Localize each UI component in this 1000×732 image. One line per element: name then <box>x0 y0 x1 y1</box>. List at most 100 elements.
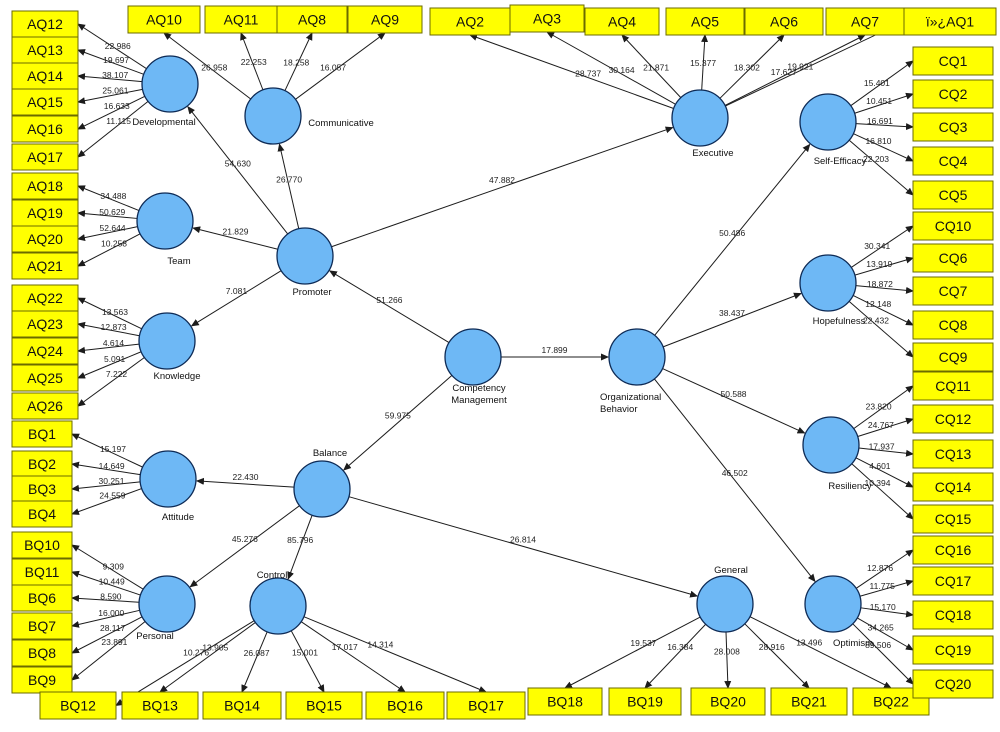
indicator-bq3[interactable]: BQ3 <box>11 475 73 503</box>
indicator-box <box>11 392 79 420</box>
outer-weight-aq5: 15.377 <box>690 58 716 68</box>
latent-knowledge[interactable]: Knowledge <box>138 312 201 382</box>
indicator-aq25[interactable]: AQ25 <box>11 364 79 392</box>
indicator-cq18[interactable]: CQ18 <box>912 600 994 630</box>
indicator-cq20[interactable]: CQ20 <box>912 669 994 699</box>
indicator-bq15[interactable]: BQ15 <box>285 691 363 720</box>
indicator-cq19[interactable]: CQ19 <box>912 635 994 665</box>
indicator-aq16[interactable]: AQ16 <box>11 115 79 143</box>
indicator-aq14[interactable]: AQ14 <box>11 62 79 90</box>
latent-optimism[interactable]: Optimism <box>804 575 873 649</box>
indicator-aq23[interactable]: AQ23 <box>11 310 79 338</box>
indicator-bq14[interactable]: BQ14 <box>202 691 282 720</box>
latent-developmental[interactable]: Developmental <box>132 55 199 128</box>
latent-balance[interactable]: Balance <box>293 448 351 518</box>
indicator-aq20[interactable]: AQ20 <box>11 225 79 253</box>
indicator-aq11[interactable]: AQ11 <box>204 5 278 34</box>
indicator-aq8[interactable]: AQ8 <box>276 5 348 34</box>
indicator-label: AQ14 <box>27 68 63 84</box>
indicator-bq21[interactable]: BQ21 <box>770 687 848 716</box>
indicator-bq17[interactable]: BQ17 <box>446 691 526 720</box>
indicator-bq13[interactable]: BQ13 <box>121 691 199 720</box>
indicator-bq9[interactable]: BQ9 <box>11 666 73 694</box>
indicator-aq6[interactable]: AQ6 <box>744 7 824 36</box>
indicator-label: CQ16 <box>935 542 972 558</box>
latent-hopefulness[interactable]: Hopefulness <box>799 254 866 327</box>
indicator-cq6[interactable]: CQ6 <box>912 243 994 273</box>
indicator-label: AQ15 <box>27 94 63 110</box>
indicator-bq18[interactable]: BQ18 <box>527 687 603 716</box>
indicator-aq9[interactable]: AQ9 <box>347 5 423 34</box>
indicator-cq3[interactable]: CQ3 <box>912 112 994 142</box>
indicator-cq10[interactable]: CQ10 <box>912 211 994 241</box>
indicator-cq17[interactable]: CQ17 <box>912 566 994 596</box>
latent-general[interactable]: General <box>696 565 754 633</box>
indicator-cq8[interactable]: CQ8 <box>912 310 994 340</box>
latent-promoter[interactable]: Promoter <box>276 227 334 298</box>
indicator-cq12[interactable]: CQ12 <box>912 404 994 434</box>
outer-edge-self-efficacy-cq5 <box>848 139 914 196</box>
outer-weight-cq7: 18.872 <box>867 279 893 289</box>
indicator-aq3[interactable]: AQ3 <box>509 4 585 33</box>
indicator-cq13[interactable]: CQ13 <box>912 439 994 469</box>
latent-resiliency[interactable]: Resiliency <box>802 416 872 492</box>
edges-layer <box>71 21 914 707</box>
indicator-bq1[interactable]: BQ1 <box>11 420 73 448</box>
indicator-aq7[interactable]: AQ7 <box>825 7 905 36</box>
indicator-box <box>912 404 994 434</box>
latent-personal[interactable]: Personal <box>136 575 196 642</box>
indicator-label: BQ12 <box>60 698 96 714</box>
latent-executive[interactable]: Executive <box>671 89 734 159</box>
indicator-aq13[interactable]: AQ13 <box>11 36 79 64</box>
latent-control[interactable]: Control <box>249 570 307 635</box>
indicator-aq19[interactable]: AQ19 <box>11 199 79 227</box>
indicator-aq26[interactable]: AQ26 <box>11 392 79 420</box>
indicator-aq22[interactable]: AQ22 <box>11 284 79 312</box>
indicator-label: CQ7 <box>939 283 968 299</box>
indicator-bq12[interactable]: BQ12 <box>39 691 117 720</box>
indicator-cq11[interactable]: CQ11 <box>912 371 994 401</box>
indicator-aq24[interactable]: AQ24 <box>11 337 79 365</box>
indicator-bq6[interactable]: BQ6 <box>11 584 73 612</box>
indicator-box <box>11 666 73 694</box>
indicator-cq1[interactable]: CQ1 <box>912 46 994 76</box>
indicator-cq7[interactable]: CQ7 <box>912 276 994 306</box>
indicator-bq16[interactable]: BQ16 <box>365 691 445 720</box>
indicator-cq9[interactable]: CQ9 <box>912 342 994 372</box>
indicator-aq2[interactable]: AQ2 <box>429 7 511 36</box>
outer-weight-bq13: 13.905 <box>202 643 228 653</box>
indicator-cq5[interactable]: CQ5 <box>912 180 994 210</box>
latent-attitude[interactable]: Attitude <box>139 450 197 523</box>
indicator-cq14[interactable]: CQ14 <box>912 472 994 502</box>
indicator-cq15[interactable]: CQ15 <box>912 504 994 534</box>
indicator-bq11[interactable]: BQ11 <box>11 558 73 586</box>
indicator-bq2[interactable]: BQ2 <box>11 450 73 478</box>
indicator-aq4[interactable]: AQ4 <box>584 7 660 36</box>
latent-team[interactable]: Team <box>136 192 194 267</box>
latent-self-efficacy[interactable]: Self-Efficacy <box>799 93 867 167</box>
indicator-cq16[interactable]: CQ16 <box>912 535 994 565</box>
indicator-aq12[interactable]: AQ12 <box>11 10 79 38</box>
outer-weight-aq13: 19.697 <box>103 55 129 65</box>
indicator-aq17[interactable]: AQ17 <box>11 143 79 171</box>
indicator-bq20[interactable]: BQ20 <box>690 687 766 716</box>
indicator-bq10[interactable]: BQ10 <box>11 531 73 559</box>
indicator-aq21[interactable]: AQ21 <box>11 252 79 280</box>
indicator-cq2[interactable]: CQ2 <box>912 79 994 109</box>
indicator-bq7[interactable]: BQ7 <box>11 612 73 640</box>
outer-weight-aq26: 7.222 <box>106 369 128 379</box>
indicator-bq8[interactable]: BQ8 <box>11 639 73 667</box>
indicator-aq15[interactable]: AQ15 <box>11 88 79 116</box>
indicator-bq19[interactable]: BQ19 <box>608 687 682 716</box>
indicator-aq1[interactable]: ï»¿AQ1 <box>903 7 997 36</box>
latent-circle <box>799 93 857 151</box>
indicator-bq4[interactable]: BQ4 <box>11 500 73 528</box>
indicator-aq10[interactable]: AQ10 <box>127 5 201 34</box>
indicator-aq18[interactable]: AQ18 <box>11 172 79 200</box>
latent-communicative[interactable]: Communicative <box>244 87 374 145</box>
indicator-aq5[interactable]: AQ5 <box>665 7 745 36</box>
indicator-box <box>912 472 994 502</box>
indicator-cq4[interactable]: CQ4 <box>912 146 994 176</box>
